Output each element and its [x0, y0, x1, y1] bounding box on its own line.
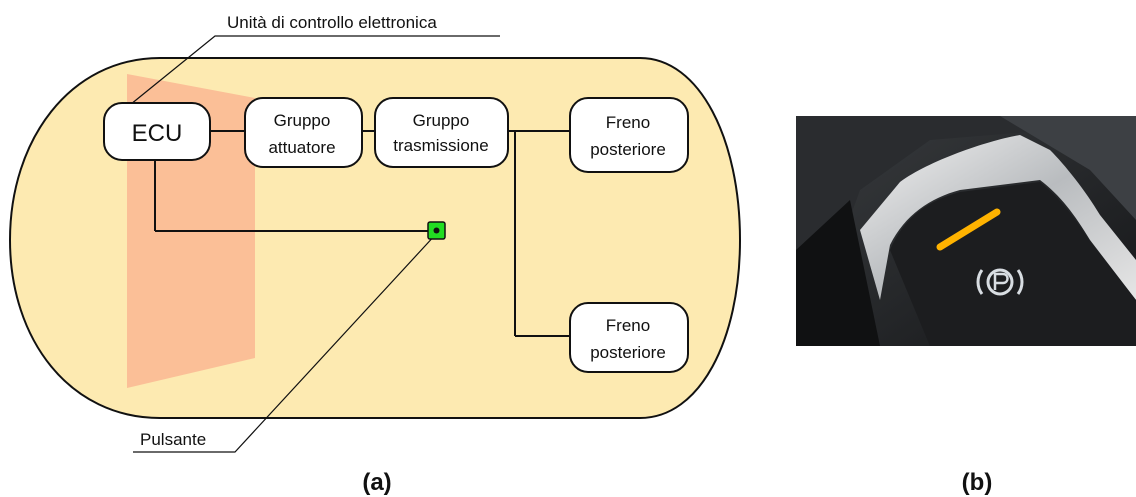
rear-brake-top-line2: posteriore — [590, 140, 666, 159]
rear-brake-top-line1: Freno — [606, 113, 650, 132]
node-ecu: ECU — [103, 102, 211, 161]
node-rear-brake-top: Freno posteriore — [569, 97, 689, 173]
ecu-label: ECU — [132, 120, 183, 147]
parking-brake-photo — [796, 116, 1136, 346]
panel-label-a: (a) — [362, 469, 391, 496]
callout-lines — [119, 35, 500, 453]
actuator-label-line1: Gruppo — [274, 111, 331, 130]
rear-brake-bottom-line1: Freno — [606, 316, 650, 335]
button-marker — [427, 221, 446, 240]
node-transmission: Gruppo trasmissione — [374, 97, 509, 168]
rear-brake-bottom-line2: posteriore — [590, 343, 666, 362]
transmission-label-line1: Gruppo — [413, 111, 470, 130]
node-actuator: Gruppo attuatore — [244, 97, 363, 168]
button-callout-label: Pulsante — [140, 430, 206, 449]
node-rear-brake-bottom: Freno posteriore — [569, 302, 689, 373]
button-callout-leader — [133, 232, 438, 453]
parking-brake-icon — [976, 268, 1024, 296]
actuator-label-line2: attuatore — [268, 138, 335, 157]
panel-label-b: (b) — [962, 469, 993, 496]
indicator-light — [936, 208, 1001, 251]
ecu-callout-label: Unità di controllo elettronica — [227, 13, 437, 32]
connection-lines — [154, 130, 570, 337]
ecu-callout-leader — [119, 35, 500, 114]
transmission-label-line2: trasmissione — [393, 136, 488, 155]
